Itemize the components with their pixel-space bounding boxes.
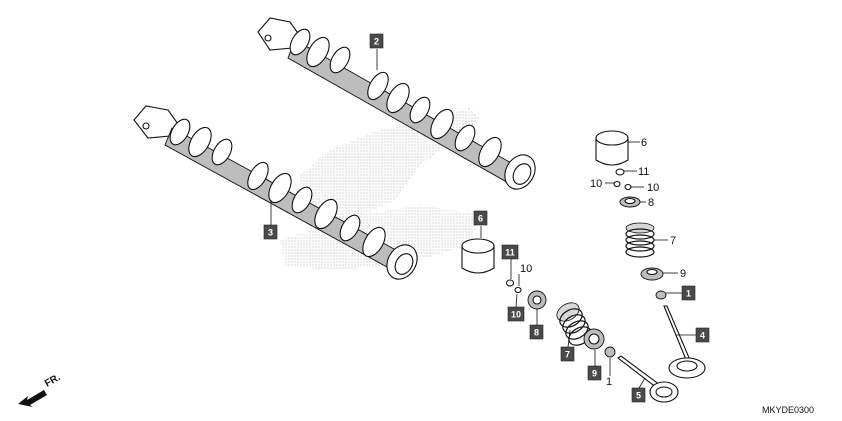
svg-text:3: 3 (268, 228, 273, 238)
valve-assembly-left (461, 238, 679, 403)
callout-box-11: 11 (501, 244, 519, 260)
callout-box-2: 2 (369, 33, 384, 49)
camshaft-upper (257, 17, 536, 190)
callout-label-10-lower: 10 (520, 263, 532, 275)
leader-lines (270, 49, 696, 389)
svg-text:8: 8 (534, 328, 539, 338)
callout-label-9: 9 (680, 268, 686, 280)
callout-box-4: 4 (695, 327, 710, 343)
front-direction-indicator: FR. (18, 372, 63, 407)
callout-box-10: 10 (507, 306, 525, 322)
callout-box-6: 6 (473, 210, 488, 226)
diagram-code: MKYDE0300 (762, 405, 814, 415)
callout-label-6: 6 (641, 137, 647, 149)
svg-text:1: 1 (686, 289, 691, 299)
callout-label-10-left: 10 (590, 178, 602, 190)
callout-box-7: 7 (560, 346, 575, 362)
svg-text:10: 10 (511, 310, 521, 320)
callout-box-3: 3 (263, 224, 278, 240)
svg-text:11: 11 (505, 248, 515, 258)
camshaft-lower (133, 105, 418, 280)
callout-label-8: 8 (648, 197, 654, 209)
svg-text:FR.: FR. (43, 372, 63, 390)
svg-text:7: 7 (565, 350, 570, 360)
callout-box-1: 1 (681, 285, 696, 301)
callout-box-8: 8 (529, 324, 544, 340)
callout-label-7: 7 (670, 235, 676, 247)
callout-box-9: 9 (587, 365, 602, 381)
callout-label-10-right: 10 (647, 182, 659, 194)
callout-label-1: 1 (606, 376, 612, 388)
svg-text:2: 2 (374, 37, 379, 47)
svg-text:4: 4 (700, 331, 705, 341)
svg-text:6: 6 (478, 214, 483, 224)
valve-assembly-right (595, 130, 706, 379)
svg-text:9: 9 (592, 369, 597, 379)
svg-text:5: 5 (636, 391, 641, 401)
callout-box-5: 5 (631, 387, 646, 403)
callout-label-11: 11 (638, 166, 649, 178)
